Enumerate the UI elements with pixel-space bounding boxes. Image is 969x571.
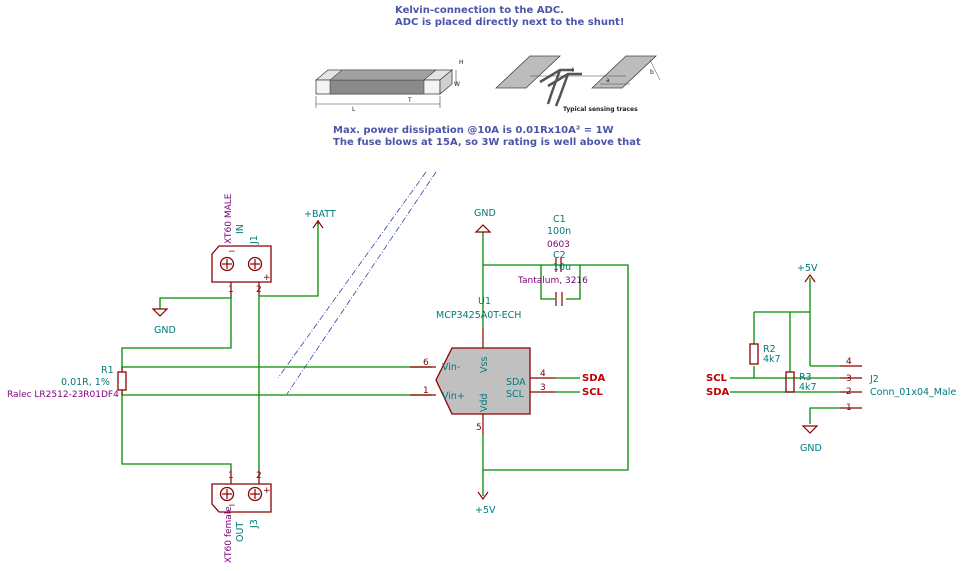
plus5v-label-j2: +5V bbox=[797, 263, 818, 274]
wire-scl-bus bbox=[753, 366, 840, 379]
adc-u1[interactable] bbox=[410, 328, 556, 434]
j2-pin2-number: 2 bbox=[846, 387, 852, 397]
j1-name: IN bbox=[235, 224, 246, 234]
gnd-symbol-j1 bbox=[151, 296, 232, 317]
connector-j2[interactable] bbox=[840, 365, 862, 409]
u1-pin-vin-minus: Vin- bbox=[442, 362, 460, 373]
j3-pin2-number: 2 bbox=[256, 471, 262, 481]
plus5v-label-u1: +5V bbox=[475, 505, 496, 516]
j1-ref: J1 bbox=[249, 235, 260, 245]
net-label-sda-u1: SDA bbox=[582, 373, 606, 384]
wire-c2-right bbox=[566, 265, 581, 300]
c2-package: Tantalum, 3216 bbox=[517, 276, 588, 286]
j2-ref: J2 bbox=[869, 374, 879, 385]
j1-minus-mark: − bbox=[228, 247, 236, 257]
u1-pin-vin-plus: Vin+ bbox=[442, 391, 465, 402]
r2-ref: R2 bbox=[763, 344, 776, 355]
wire-c2-left bbox=[540, 265, 555, 300]
gnd-label-j2: GND bbox=[800, 443, 822, 454]
plus5v-symbol-u1 bbox=[477, 434, 489, 501]
c1-package: 0603 bbox=[547, 240, 570, 250]
wire-j2-gnd bbox=[809, 407, 840, 424]
r3-ref: R3 bbox=[799, 372, 812, 383]
power-note-line1: Max. power dissipation @10A is 0.01Rx10A… bbox=[333, 125, 614, 136]
gnd-symbol-j2 bbox=[801, 425, 819, 434]
fig-label-traces: Typical sensing traces bbox=[563, 106, 638, 113]
resistor-r3[interactable] bbox=[785, 371, 795, 393]
r1-part: Ralec LR2512-23R01DF4 bbox=[7, 390, 119, 400]
j3-name: OUT bbox=[235, 522, 246, 542]
fig-label-T: T bbox=[407, 97, 412, 104]
gnd-label-j1: GND bbox=[154, 325, 176, 336]
u1-pin-vss: Vss bbox=[479, 357, 490, 373]
u1-pin6-number: 6 bbox=[423, 358, 429, 368]
fig-label-W: W bbox=[454, 81, 460, 88]
wire-r1-j3 bbox=[121, 392, 232, 470]
gnd-symbol-u1 bbox=[474, 224, 492, 328]
resistor-r1[interactable] bbox=[117, 367, 127, 395]
j3-pin1-number: 1 bbox=[228, 471, 234, 481]
connector-j3[interactable]: 1 2 + − bbox=[211, 470, 272, 513]
u1-value: MCP3425A0T-ECH bbox=[436, 310, 521, 321]
u1-pin4-number: 4 bbox=[540, 369, 546, 379]
kelvin-leader-line bbox=[286, 171, 437, 395]
resistor-r2[interactable] bbox=[749, 343, 759, 365]
j2-value: Conn_01x04_Male bbox=[870, 387, 956, 398]
j3-ref: J3 bbox=[249, 519, 260, 529]
kelvin-note-line2: ADC is placed directly next to the shunt… bbox=[395, 17, 624, 28]
power-note-line2: The fuse blows at 15A, so 3W rating is w… bbox=[333, 137, 641, 148]
j1-pin2-number: 2 bbox=[256, 285, 262, 295]
r1-ref: R1 bbox=[101, 365, 114, 376]
connector-j1[interactable]: 1 2 − + bbox=[211, 245, 272, 296]
j3-plus-mark: + bbox=[263, 486, 271, 496]
fig-label-b: b bbox=[650, 69, 654, 76]
c2-ref: C2 bbox=[553, 250, 566, 261]
batt-label: +BATT bbox=[304, 209, 336, 220]
j2-pin3-number: 3 bbox=[846, 374, 852, 384]
shunt-package-drawing: L H W T bbox=[314, 59, 464, 113]
c1-ref: C1 bbox=[553, 214, 566, 225]
kelvin-leader-line bbox=[277, 171, 427, 379]
j2-pin4-number: 4 bbox=[846, 357, 852, 367]
u1-ref: U1 bbox=[478, 296, 491, 307]
u1-pin5-number: 5 bbox=[476, 423, 482, 433]
u1-pin3-number: 3 bbox=[540, 383, 546, 393]
j1-type: XT60 MALE bbox=[224, 193, 234, 244]
fig-label-L: L bbox=[352, 106, 356, 113]
u1-pin-scl: SCL bbox=[506, 389, 525, 400]
gnd-label-u1: GND bbox=[474, 208, 496, 219]
fig-label-a: a bbox=[606, 77, 610, 84]
c1-value: 100n bbox=[547, 226, 571, 237]
net-label-sda-j2: SDA bbox=[706, 387, 730, 398]
fig-label-l: l bbox=[572, 67, 574, 74]
j1-pin1-number: 1 bbox=[228, 285, 234, 295]
j2-pin1-number: 1 bbox=[846, 403, 852, 413]
u1-pin-vdd: Vdd bbox=[479, 393, 490, 412]
j3-minus-mark: − bbox=[228, 501, 236, 511]
r1-value: 0.01R, 1% bbox=[61, 377, 110, 388]
wire-j1-r1 bbox=[121, 296, 232, 370]
net-label-scl-j2: SCL bbox=[706, 373, 728, 384]
c2-value: 10u bbox=[553, 262, 571, 273]
fig-label-H: H bbox=[459, 59, 464, 66]
u1-pin1-number: 1 bbox=[423, 386, 429, 396]
r2-value: 4k7 bbox=[763, 354, 781, 365]
plus5v-symbol-j2 bbox=[804, 273, 816, 366]
capacitor-c1[interactable] bbox=[555, 258, 562, 272]
net-label-scl-u1: SCL bbox=[582, 387, 604, 398]
batt-power-symbol bbox=[259, 219, 324, 297]
kelvin-note-line1: Kelvin-connection to the ADC. bbox=[395, 5, 564, 16]
u1-pin-sda: SDA bbox=[506, 377, 526, 388]
j3-type: XT60 female bbox=[224, 506, 234, 563]
capacitor-c2[interactable] bbox=[555, 292, 563, 306]
j1-plus-mark: + bbox=[263, 273, 271, 283]
sensing-traces-drawing: l a b Typical sensing traces bbox=[494, 55, 661, 113]
r3-value: 4k7 bbox=[799, 382, 817, 393]
